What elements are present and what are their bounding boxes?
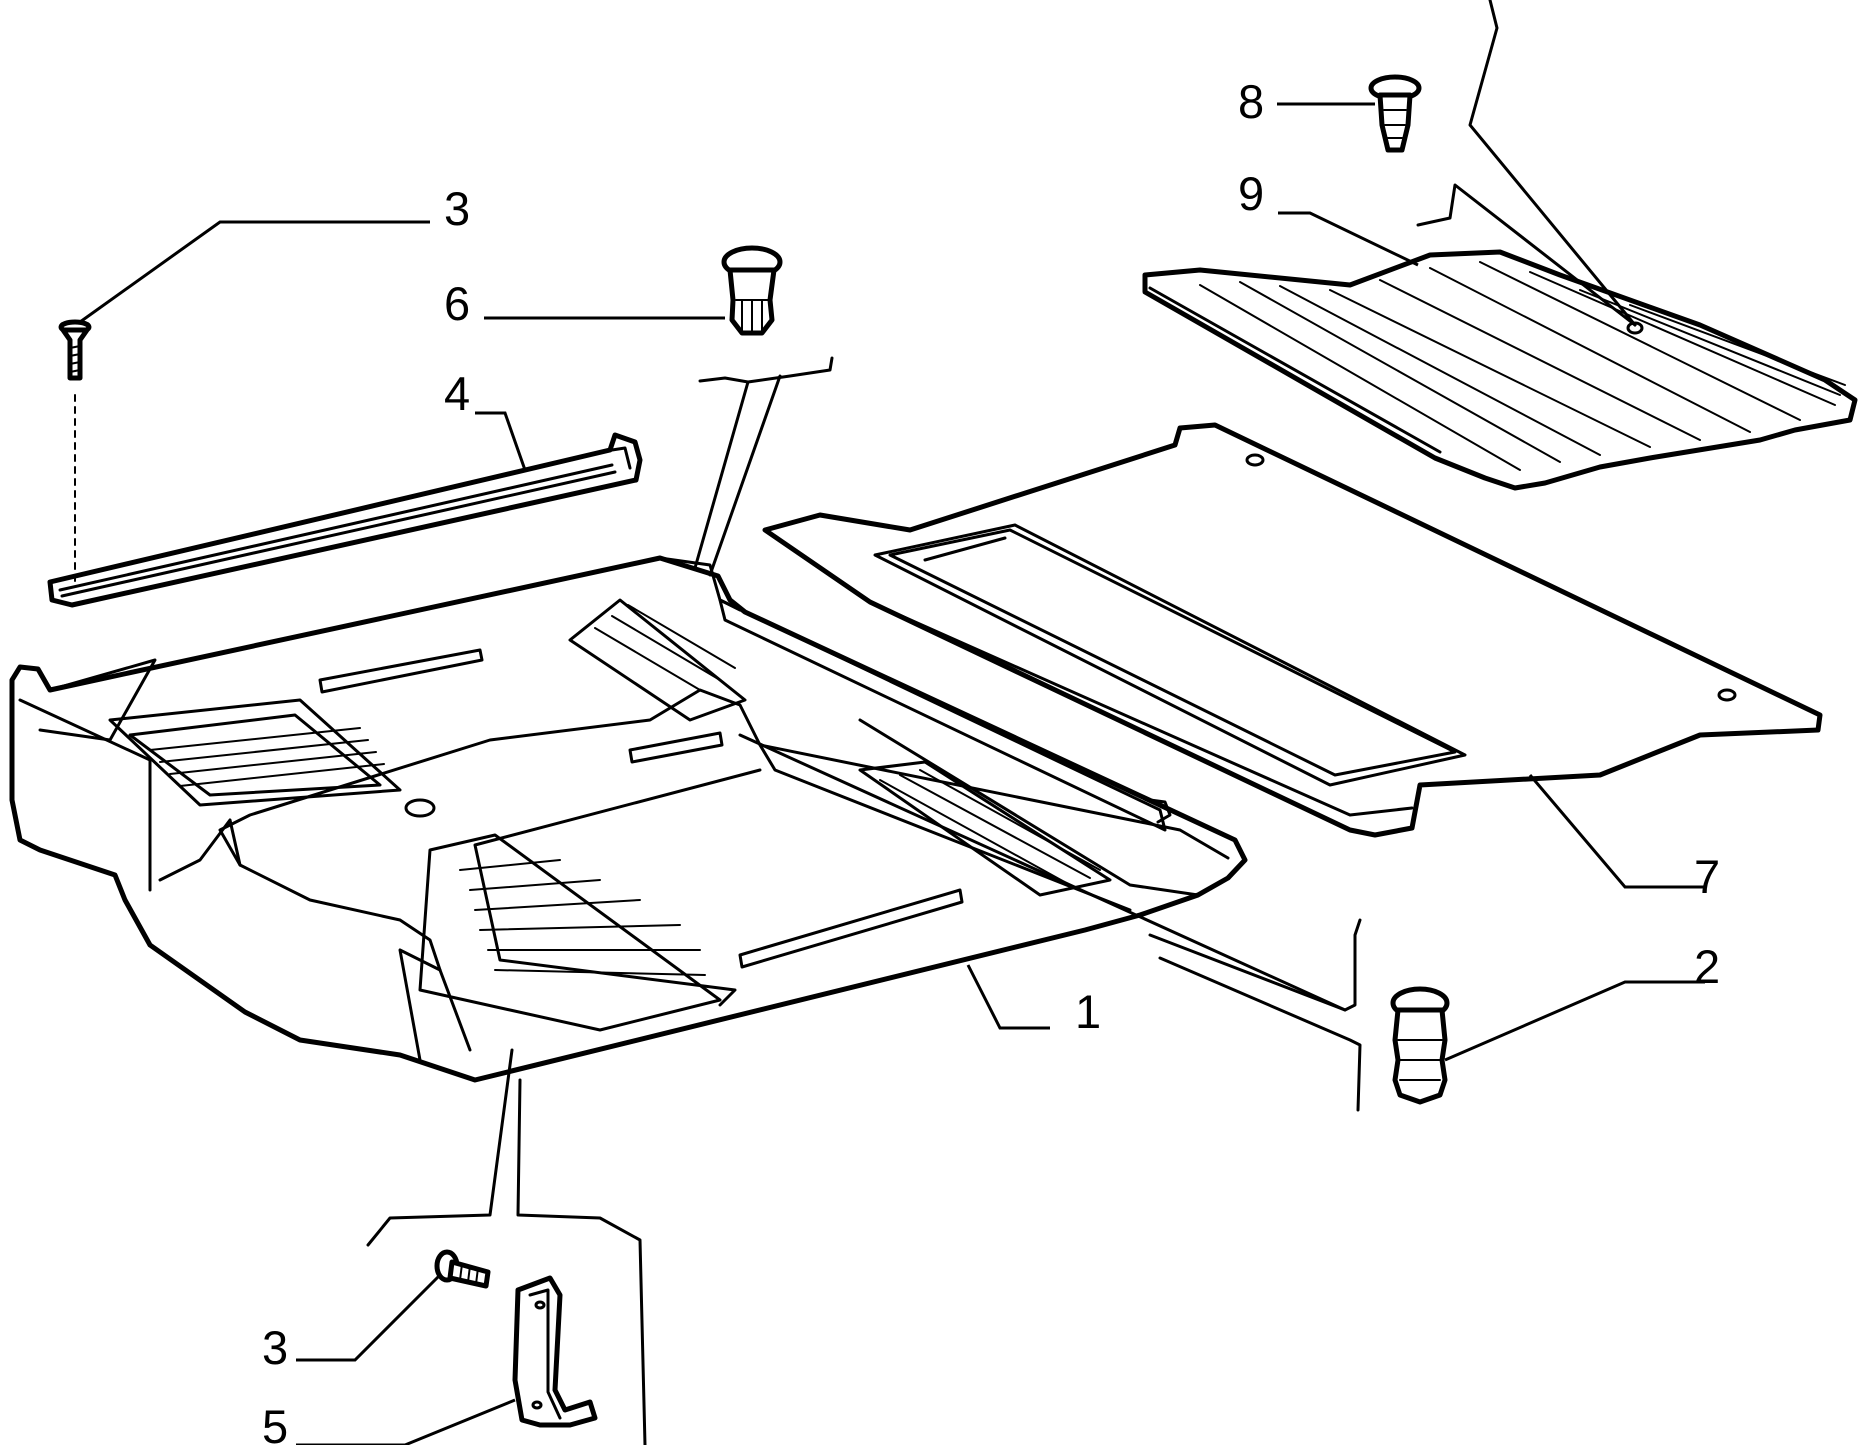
part-push-clip xyxy=(1390,986,1450,1105)
callout-3-bottom: 3 xyxy=(262,1321,288,1374)
part-sill-trim-strip xyxy=(47,432,643,608)
part-retaining-pin xyxy=(1368,74,1422,153)
callout-2: 2 xyxy=(1694,940,1720,993)
part-expanding-rivet xyxy=(721,245,783,336)
part-front-floor-mat xyxy=(9,555,1248,1083)
part-mounting-bracket xyxy=(512,1275,598,1428)
callout-3-top: 3 xyxy=(444,182,470,235)
callout-5: 5 xyxy=(262,1400,288,1445)
callout-7: 7 xyxy=(1694,850,1720,903)
callout-9: 9 xyxy=(1238,167,1264,220)
callout-6: 6 xyxy=(444,277,470,330)
cover-mat-ribs xyxy=(1199,261,1846,471)
callout-labels: 3 6 4 8 9 7 2 1 3 5 xyxy=(262,75,1720,1450)
callout-4: 4 xyxy=(444,367,470,420)
callout-8: 8 xyxy=(1238,75,1264,128)
floor-pad-ribs xyxy=(149,604,1101,976)
part-rear-floor-mat xyxy=(762,422,1823,838)
part-hex-bolt xyxy=(434,1249,491,1289)
part-countersunk-screw xyxy=(58,319,92,586)
part-ribbed-cover-mat xyxy=(1142,249,1858,491)
callout-1: 1 xyxy=(1075,985,1101,1038)
